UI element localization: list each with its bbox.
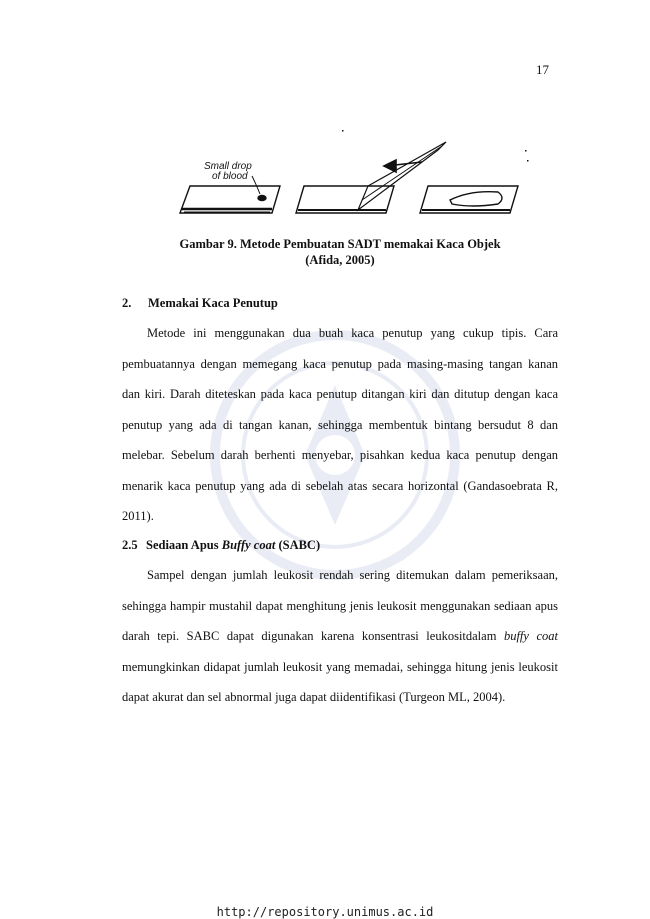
- slide-with-drop: [178, 175, 281, 214]
- section-number: 2.: [122, 296, 132, 310]
- paragraph: Sampel dengan jumlah leukosit rendah ser…: [122, 560, 558, 713]
- smear-method-figure: Small drop of blood: [178, 130, 529, 214]
- paragraph-part2: memungkinkan didapat jumlah leukosit yan…: [122, 659, 558, 705]
- finished-smear-slide: [419, 185, 519, 214]
- scan-marks: [342, 130, 529, 162]
- paragraph-part1: Sampel dengan jumlah leukosit rendah ser…: [122, 568, 558, 643]
- slide-spreading: [295, 141, 447, 214]
- section-heading-2: 2. Memakai Kaca Penutup: [122, 296, 278, 311]
- section-title-pre: Sediaan Apus: [146, 538, 222, 552]
- motion-arrow: [382, 158, 423, 174]
- section-heading-2-5: 2.5 Sediaan Apus Buffy coat (SABC): [122, 538, 320, 553]
- section-title-post: (SABC): [275, 538, 321, 552]
- figure-label-line2: of blood: [212, 171, 248, 182]
- university-seal-watermark: [210, 330, 460, 580]
- repository-url: http://repository.unimus.ac.id: [216, 905, 434, 919]
- figure-caption: Gambar 9. Metode Pembuatan SADT memakai …: [122, 236, 558, 268]
- section-title-italic: Buffy coat: [221, 538, 276, 552]
- page-number: 17: [536, 62, 549, 77]
- caption-source: (Afida, 2005): [305, 253, 375, 267]
- section-2-body: Metode ini menggunakan dua buah kaca pen…: [122, 318, 558, 532]
- caption-title: Gambar 9. Metode Pembuatan SADT memakai …: [179, 237, 501, 251]
- paragraph: Metode ini menggunakan dua buah kaca pen…: [122, 326, 558, 523]
- section-title: Memakai Kaca Penutup: [148, 296, 278, 310]
- section-number: 2.5: [122, 538, 138, 552]
- section-2-5-body: Sampel dengan jumlah leukosit rendah ser…: [122, 560, 558, 713]
- figure-label-line1: Small drop: [204, 161, 252, 172]
- paragraph-italic: buffy coat: [503, 629, 558, 643]
